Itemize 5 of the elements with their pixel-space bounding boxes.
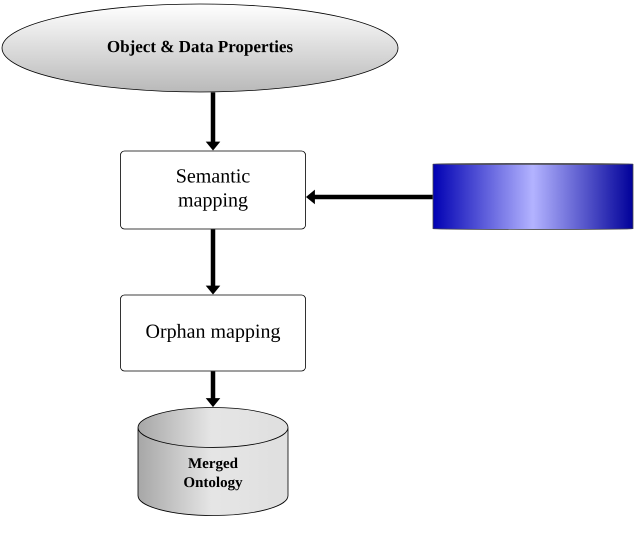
process-box: Semantic mapping xyxy=(120,150,306,230)
ellipse-node: Object & Data Properties xyxy=(2,4,398,92)
process-box: Orphan mapping xyxy=(120,294,306,372)
database-cylinder xyxy=(432,163,634,230)
database-cylinder: Merged Ontology xyxy=(138,407,288,516)
